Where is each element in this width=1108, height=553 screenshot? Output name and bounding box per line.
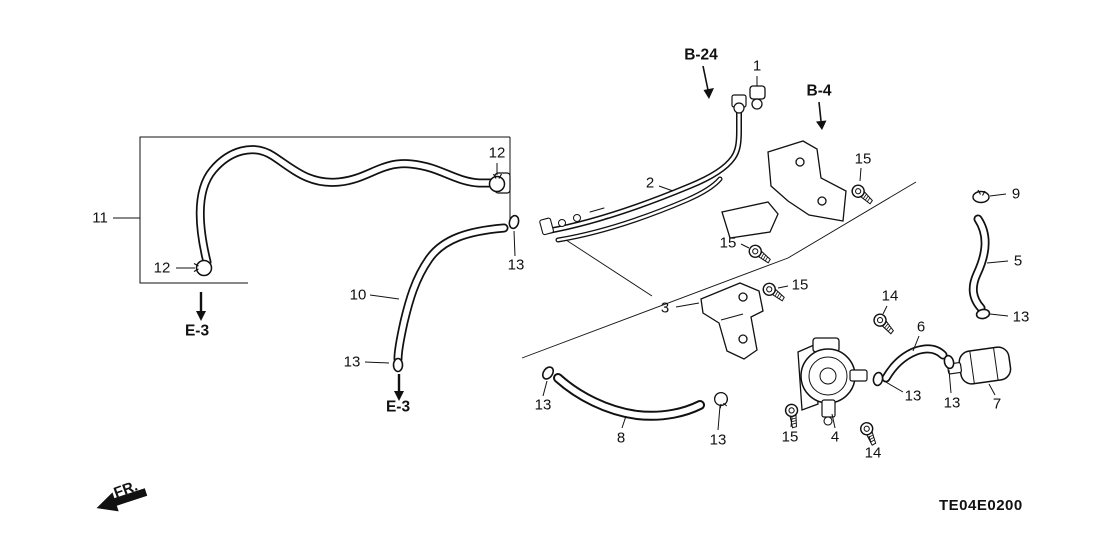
o-ring-13-icon — [392, 357, 404, 373]
hose-11 — [195, 145, 511, 267]
bolt-14-icon — [870, 310, 898, 337]
o-ring-13-icon — [942, 353, 956, 371]
front-arrow-icon — [96, 488, 148, 512]
bolt-14-icon — [857, 419, 882, 448]
ref-arrows — [196, 65, 827, 401]
install-pipe-2 — [539, 94, 747, 243]
hose-8 — [553, 373, 705, 421]
bolt-15-icon — [746, 242, 774, 266]
pipe-bracket — [721, 140, 847, 239]
tube-clamp-12-icon — [193, 259, 213, 277]
o-ring-13-icon — [871, 371, 885, 387]
bracket-3 — [700, 282, 764, 360]
purge-valve-4 — [797, 337, 868, 426]
clamp-stay-1 — [749, 85, 766, 110]
joint-7 — [947, 346, 1012, 385]
bolt-15-icon — [849, 182, 877, 207]
hose-6 — [881, 344, 948, 383]
leader-lines — [176, 76, 1009, 444]
tube-clamp-9-icon — [972, 189, 990, 204]
view-boundary-lines — [521, 181, 917, 359]
diagram-code: TE04E0200 — [939, 497, 1023, 514]
hose-5 — [968, 214, 990, 313]
bolt-15-icon — [760, 280, 788, 304]
part-11-callout-box — [113, 136, 511, 284]
hose-10 — [393, 223, 509, 364]
bolt-15-icon — [783, 402, 803, 430]
hose-clip-13-icon — [712, 390, 731, 410]
